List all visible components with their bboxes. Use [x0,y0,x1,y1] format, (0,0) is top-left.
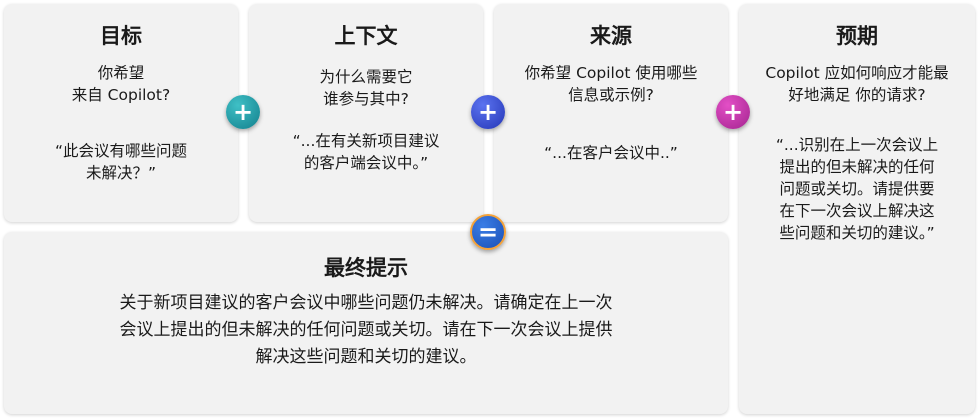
source-question: 你希望 Copilot 使用哪些 信息或示例? [524,64,698,104]
goal-question: 你希望 来自 Copilot? [71,64,171,104]
final-prompt-title: 最终提示 [324,256,408,280]
expectation-question: Copilot 应如何响应才能最 好地满足 你的请求? [765,64,949,104]
context-question: 为什么需要它 谁参与其中? [319,68,413,108]
expectation-title: 预期 [836,24,878,48]
plus-icon: + [716,95,750,129]
goal-example: “此会议有哪些问题 未解决？” [54,142,188,182]
context-title: 上下文 [334,24,398,48]
goal-card: 目标 你希望 来自 Copilot? “此会议有哪些问题 未解决？” [4,4,238,222]
context-example: “...在有关新项目建议 的客户端会议中。” [292,132,440,172]
expectation-card: 预期 Copilot 应如何响应才能最 好地满足 你的请求? “...识别在上一… [739,4,975,414]
final-prompt-card: 最终提示 关于新项目建议的客户会议中哪些问题仍未解决。请确定在上一次 会议上提出… [4,232,728,414]
plus-icon: + [471,95,505,129]
source-example: “...在客户会议中..” [544,144,678,162]
context-card: 上下文 为什么需要它 谁参与其中? “...在有关新项目建议 的客户端会议中。” [249,4,483,222]
source-card: 来源 你希望 Copilot 使用哪些 信息或示例? “...在客户会议中..” [494,4,728,222]
plus-icon: + [226,95,260,129]
final-prompt-text: 关于新项目建议的客户会议中哪些问题仍未解决。请确定在上一次 会议上提出的但未解决… [119,293,613,367]
source-title: 来源 [590,24,632,48]
equals-icon: = [470,214,506,250]
expectation-example: “...识别在上一次会议上 提出的但未解决的任何 问题或关切。请提供要 在下一次… [775,136,939,242]
goal-title: 目标 [100,24,142,48]
